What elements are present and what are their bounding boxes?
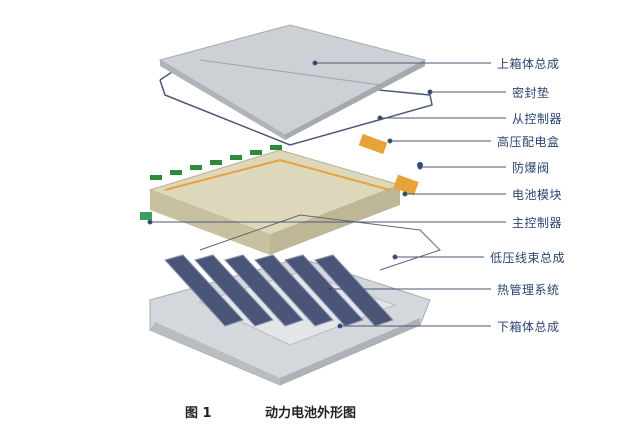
master-controller bbox=[140, 212, 152, 220]
leader-dot bbox=[312, 60, 318, 66]
clip bbox=[190, 165, 202, 170]
label-slave-controller: 从控制器 bbox=[512, 112, 563, 126]
label-lower-housing: 下箱体总成 bbox=[497, 320, 560, 334]
clip bbox=[230, 155, 242, 160]
leader-dot bbox=[387, 138, 393, 144]
label-thermal-management-system: 热管理系统 bbox=[497, 283, 560, 297]
clip bbox=[210, 160, 222, 165]
leader-lines bbox=[147, 60, 506, 329]
hv-distribution-box bbox=[393, 174, 419, 196]
upper-housing bbox=[158, 24, 427, 140]
leader-dot bbox=[392, 254, 398, 260]
leader-dot bbox=[402, 191, 408, 197]
cooling-plate bbox=[254, 254, 334, 327]
label-battery-module: 电池模块 bbox=[512, 188, 563, 202]
gasket-clips bbox=[150, 145, 282, 180]
battery-modules bbox=[148, 149, 402, 255]
cooling-plate bbox=[314, 254, 394, 327]
slave-controller bbox=[358, 133, 388, 155]
leader-dot bbox=[327, 286, 333, 292]
label-hv-distribution-box: 高压配电盒 bbox=[497, 135, 560, 149]
cooling-plate bbox=[164, 254, 244, 327]
figure-number: 图 1 bbox=[185, 406, 212, 421]
leader-dot bbox=[147, 219, 153, 225]
cooling-plate bbox=[194, 254, 274, 327]
cooling-plate bbox=[224, 254, 304, 327]
label-upper-housing: 上箱体总成 bbox=[497, 57, 560, 71]
leader-dot bbox=[417, 164, 423, 170]
thermal-management bbox=[164, 254, 394, 327]
label-explosion-proof-valve: 防爆阀 bbox=[512, 161, 550, 175]
label-sealing-gasket: 密封垫 bbox=[512, 86, 550, 100]
label-low-voltage-harness: 低压线束总成 bbox=[490, 251, 566, 265]
cooling-plate bbox=[284, 254, 364, 327]
clip bbox=[170, 170, 182, 175]
clip bbox=[270, 145, 282, 150]
leader-dot bbox=[377, 115, 383, 121]
clip bbox=[250, 150, 262, 155]
clip bbox=[150, 175, 162, 180]
leader-dot bbox=[427, 89, 433, 95]
label-master-controller: 主控制器 bbox=[512, 216, 563, 230]
figure-title: 动力电池外形图 bbox=[265, 406, 357, 421]
leader-dot bbox=[337, 323, 343, 329]
